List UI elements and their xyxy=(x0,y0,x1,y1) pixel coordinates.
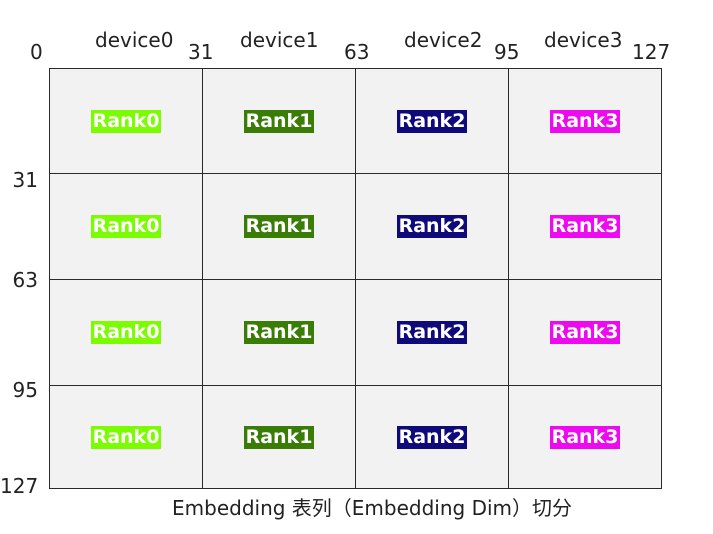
rank-label: Rank1 xyxy=(243,321,315,344)
rank-label: Rank3 xyxy=(549,109,621,133)
grid-cell: Rank2 xyxy=(356,69,509,174)
row-tick-31: 31 xyxy=(12,168,38,192)
rank-label: Rank0 xyxy=(90,321,162,344)
grid-cell: Rank1 xyxy=(203,69,356,174)
grid-cell: Rank1 xyxy=(203,386,356,488)
grid-cell: Rank3 xyxy=(509,386,661,488)
rank-label: Rank3 xyxy=(549,425,621,449)
grid-cell: Rank0 xyxy=(50,174,203,280)
grid-cell: Rank1 xyxy=(203,174,356,280)
row-tick-95: 95 xyxy=(12,378,38,402)
grid-cell: Rank1 xyxy=(203,280,356,386)
rank-label: Rank3 xyxy=(549,215,621,238)
rank-label: Rank2 xyxy=(396,321,468,344)
device-label-1: device1 xyxy=(240,28,319,52)
grid-cell: Rank2 xyxy=(356,174,509,280)
col-tick-31: 31 xyxy=(188,40,214,64)
device-label-0: device0 xyxy=(95,28,174,52)
rank-label: Rank1 xyxy=(243,215,315,238)
grid-cell: Rank3 xyxy=(509,174,661,280)
col-tick-0: 0 xyxy=(30,40,43,64)
rank-label: Rank2 xyxy=(396,109,468,133)
grid-cell: Rank3 xyxy=(509,280,661,386)
rank-label: Rank0 xyxy=(90,215,162,238)
grid-cell: Rank0 xyxy=(50,69,203,174)
grid-cell: Rank2 xyxy=(356,280,509,386)
row-tick-63: 63 xyxy=(12,268,38,292)
rank-label: Rank2 xyxy=(396,425,468,449)
rank-label: Rank1 xyxy=(243,425,315,449)
rank-label: Rank1 xyxy=(243,109,315,133)
col-tick-95: 95 xyxy=(494,40,520,64)
grid-cell: Rank2 xyxy=(356,386,509,488)
caption: Embedding 表列（Embedding Dim）切分 xyxy=(172,496,573,520)
grid-cell: Rank0 xyxy=(50,280,203,386)
grid-cell: Rank0 xyxy=(50,386,203,488)
rank-label: Rank0 xyxy=(90,425,162,449)
row-tick-127: 127 xyxy=(0,474,39,498)
col-tick-63: 63 xyxy=(344,40,370,64)
rank-label: Rank2 xyxy=(396,215,468,238)
col-tick-127: 127 xyxy=(632,40,671,64)
device-label-3: device3 xyxy=(544,28,623,52)
rank-label: Rank0 xyxy=(90,109,162,133)
grid-cell: Rank3 xyxy=(509,69,661,174)
device-label-2: device2 xyxy=(404,28,483,52)
rank-label: Rank3 xyxy=(549,321,621,344)
